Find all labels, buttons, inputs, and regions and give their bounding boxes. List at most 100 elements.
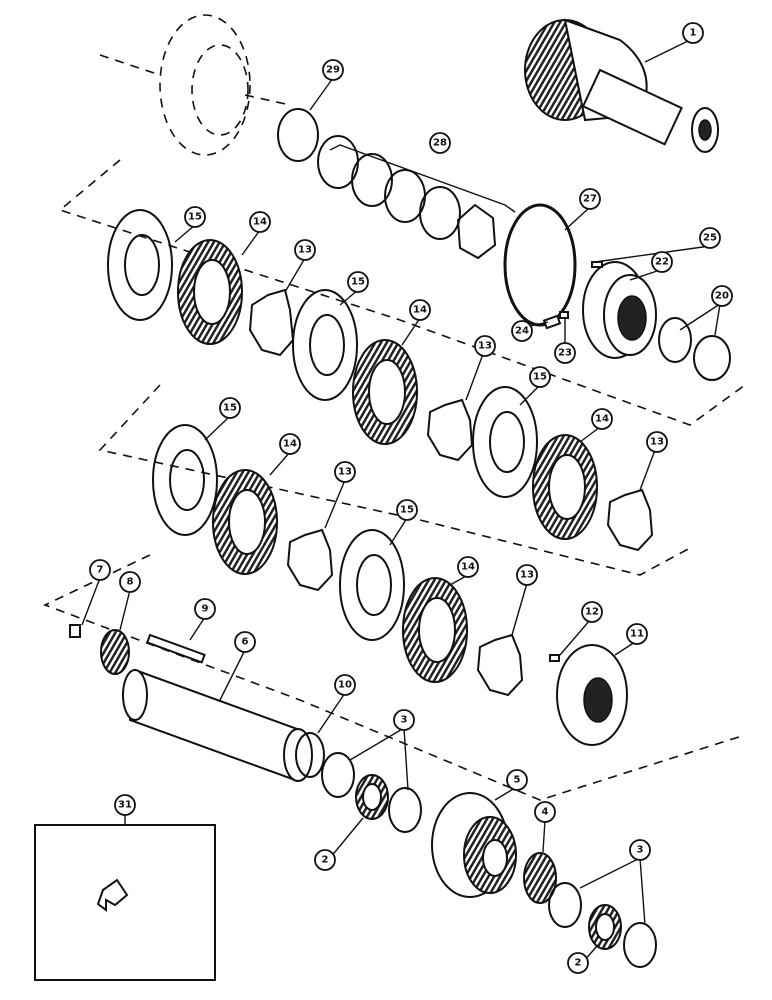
svg-text:22: 22 <box>655 257 669 268</box>
callout-13: 13 <box>646 431 668 453</box>
seal-ring-28e <box>456 203 497 260</box>
washer-3-a <box>321 752 355 798</box>
callout-28: 28 <box>429 132 451 154</box>
group-outline-lower <box>42 554 746 801</box>
spring-plate-13-c <box>606 488 654 552</box>
svg-text:4: 4 <box>542 807 549 818</box>
svg-text:3: 3 <box>401 715 408 726</box>
group-outline-upper <box>58 159 746 426</box>
callout-14: 14 <box>409 299 431 321</box>
seal-20b <box>693 335 731 381</box>
callout-23: 23 <box>554 342 576 364</box>
svg-text:14: 14 <box>595 414 609 425</box>
callout-14: 14 <box>591 408 613 430</box>
steel-plate-15-a <box>107 209 173 321</box>
pin-12 <box>549 654 560 662</box>
snap-ring-27 <box>503 203 577 327</box>
svg-text:1: 1 <box>690 28 697 39</box>
svg-text:13: 13 <box>650 437 664 448</box>
pin-9 <box>145 633 206 664</box>
callout-3: 3 <box>393 709 415 731</box>
clip-31 <box>96 878 129 912</box>
callout-14: 14 <box>457 556 479 578</box>
svg-text:14: 14 <box>283 439 297 450</box>
svg-text:12: 12 <box>585 607 599 618</box>
svg-text:15: 15 <box>351 277 365 288</box>
svg-text:13: 13 <box>338 467 352 478</box>
steel-plate-15-c <box>472 386 538 498</box>
svg-text:14: 14 <box>461 562 475 573</box>
steel-plate-15-b <box>292 289 358 401</box>
callout-31: 31 <box>114 794 136 816</box>
svg-text:14: 14 <box>253 217 267 228</box>
inset-box-31 <box>34 824 216 981</box>
callout-15: 15 <box>396 499 418 521</box>
callout-5: 5 <box>506 769 528 791</box>
callout-13: 13 <box>294 239 316 261</box>
callout-2: 2 <box>314 849 336 871</box>
seal-ring-28b <box>351 153 393 207</box>
callout-6: 6 <box>234 631 256 653</box>
callout-24: 24 <box>511 320 533 342</box>
callout-2: 2 <box>567 952 589 974</box>
seal-ring-28d <box>419 186 461 240</box>
spring-24 <box>542 314 562 330</box>
clutch-drum-assembly <box>524 18 719 153</box>
seal-ring-28c <box>384 169 426 223</box>
callout-9: 9 <box>194 598 216 620</box>
callout-13: 13 <box>474 335 496 357</box>
callout-15: 15 <box>347 271 369 293</box>
hub-5 <box>431 792 517 898</box>
spring-plate-13-e <box>476 633 524 697</box>
callout-3: 3 <box>629 839 651 861</box>
svg-text:25: 25 <box>703 233 717 244</box>
svg-text:13: 13 <box>520 570 534 581</box>
callout-8: 8 <box>119 571 141 593</box>
svg-text:20: 20 <box>715 291 729 302</box>
callout-10: 10 <box>334 674 356 696</box>
shaft-6 <box>122 668 313 782</box>
callout-1: 1 <box>682 22 704 44</box>
svg-text:14: 14 <box>413 305 427 316</box>
washer-3-c <box>548 882 582 928</box>
washer-3-d <box>623 922 657 968</box>
svg-text:15: 15 <box>223 403 237 414</box>
svg-text:13: 13 <box>478 341 492 352</box>
reference-drum <box>99 14 291 156</box>
pin-25 <box>591 261 603 268</box>
svg-text:15: 15 <box>188 212 202 223</box>
spring-plate-13-d <box>286 528 334 592</box>
callout-22: 22 <box>651 251 673 273</box>
svg-text:10: 10 <box>338 680 352 691</box>
svg-text:3: 3 <box>637 845 644 856</box>
callout-25: 25 <box>699 227 721 249</box>
svg-text:11: 11 <box>630 629 644 640</box>
svg-text:28: 28 <box>433 138 447 149</box>
svg-text:5: 5 <box>514 775 521 786</box>
ring-10 <box>295 732 325 778</box>
washer-3-b <box>388 787 422 833</box>
svg-text:7: 7 <box>97 565 104 576</box>
svg-text:2: 2 <box>322 855 329 866</box>
seal-20a <box>658 317 692 363</box>
callout-14: 14 <box>249 211 271 233</box>
callout-11: 11 <box>626 623 648 645</box>
callout-7: 7 <box>89 559 111 581</box>
svg-text:8: 8 <box>127 577 134 588</box>
callout-20: 20 <box>711 285 733 307</box>
piston-22 <box>582 261 657 359</box>
callout-4: 4 <box>534 801 556 823</box>
svg-text:27: 27 <box>583 194 597 205</box>
svg-text:23: 23 <box>558 348 572 359</box>
callout-12: 12 <box>581 601 603 623</box>
callout-14: 14 <box>279 433 301 455</box>
callout-13: 13 <box>516 564 538 586</box>
svg-text:24: 24 <box>515 326 529 337</box>
callout-15: 15 <box>529 366 551 388</box>
callout-15: 15 <box>184 206 206 228</box>
seal-ring-29 <box>277 108 319 162</box>
bearing-8 <box>100 629 130 675</box>
callout-27: 27 <box>579 188 601 210</box>
steel-plate-15-d <box>152 424 218 536</box>
